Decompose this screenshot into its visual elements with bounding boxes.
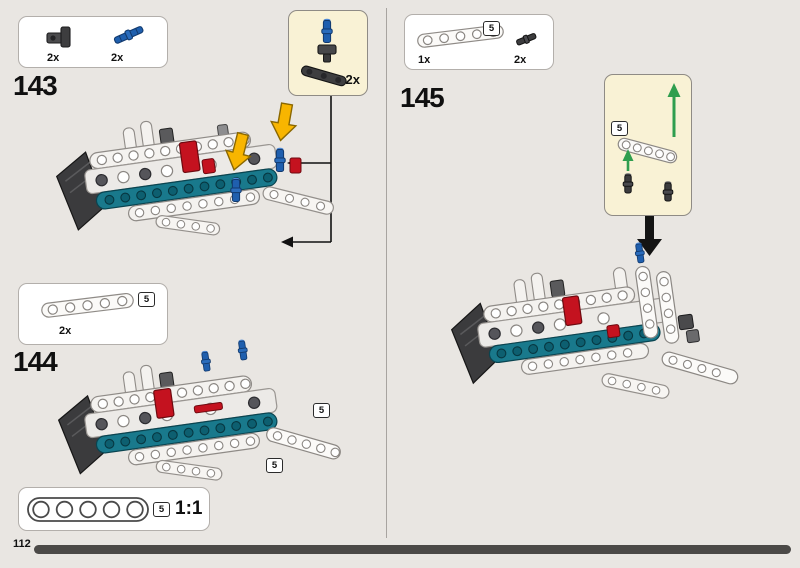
insert-arrow-yellow-icon	[267, 101, 301, 144]
pin-blue-target	[230, 177, 242, 202]
beam-5-part-icon	[41, 292, 134, 318]
callout-box-145: 5	[604, 74, 692, 216]
assembly-144	[57, 338, 341, 481]
parts-box-step-143: 2x 2x	[18, 16, 168, 68]
parts-box-step-145: 5 1x 2x	[404, 14, 554, 70]
part-count: 2x	[111, 52, 124, 64]
assembly-145	[450, 241, 739, 399]
red-part	[289, 157, 302, 174]
callout-145-graphic	[617, 83, 681, 202]
step-number-144: 144	[13, 346, 58, 377]
red-part	[153, 387, 175, 419]
pin-blue-part-icon	[113, 26, 144, 44]
parts-box-step-144: 5 2x	[18, 283, 168, 345]
beam-5-part-icon	[617, 137, 678, 164]
new-beam-5	[155, 459, 223, 481]
callout-count: 2x	[345, 72, 360, 87]
insert-arrow-green-icon	[622, 149, 634, 171]
pointer-arrow-icon	[281, 236, 293, 248]
ruler-1to1-box: 5 1:1	[18, 487, 210, 531]
pin-blue-target	[274, 147, 286, 172]
length-badge: 5	[483, 21, 500, 36]
insert-arrow-green-icon	[667, 83, 681, 137]
red-part	[178, 140, 201, 174]
length-badge: 5	[153, 502, 170, 517]
length-badge: 5	[266, 458, 283, 473]
part-count: 1x	[418, 54, 431, 66]
pin-dark-part-icon	[622, 172, 634, 194]
new-beam-5	[266, 427, 341, 460]
callout-connector-lines	[293, 96, 332, 243]
dark-liftarm-icon	[300, 65, 347, 87]
step-143-illustration	[55, 96, 334, 248]
step-145-illustration	[450, 214, 739, 399]
page-number: 112	[13, 538, 31, 550]
red-axle	[193, 402, 223, 414]
length-badge: 5	[313, 403, 330, 418]
pin-blue-part-icon	[321, 18, 333, 43]
part-count: 2x	[47, 52, 60, 64]
red-part	[561, 295, 583, 327]
callout-box-143: 2x	[288, 10, 368, 96]
connector-dark-part-icon	[317, 44, 337, 63]
part-count: 2x	[59, 325, 72, 337]
ruler-beam-outline	[27, 497, 149, 522]
progress-bar	[34, 545, 791, 554]
step-144-illustration	[57, 338, 341, 481]
length-badge: 5	[138, 292, 155, 307]
parts-144-graphic	[41, 292, 134, 318]
place-arrow-black-icon	[637, 214, 662, 256]
step-number-143: 143	[13, 70, 58, 101]
connector-dark-part-icon	[46, 26, 71, 48]
step-number-145: 145	[400, 82, 445, 113]
part-count: 2x	[514, 54, 527, 66]
parts-143-graphic	[46, 26, 144, 48]
assembly-143	[55, 120, 334, 236]
column-divider	[386, 8, 387, 538]
length-badge: 5	[611, 121, 628, 136]
callout-143-graphic	[300, 18, 347, 87]
pin-dark-part-icon	[662, 180, 674, 202]
pin-dark-part-icon	[516, 33, 537, 46]
scale-1to1-label: 1:1	[175, 498, 203, 519]
